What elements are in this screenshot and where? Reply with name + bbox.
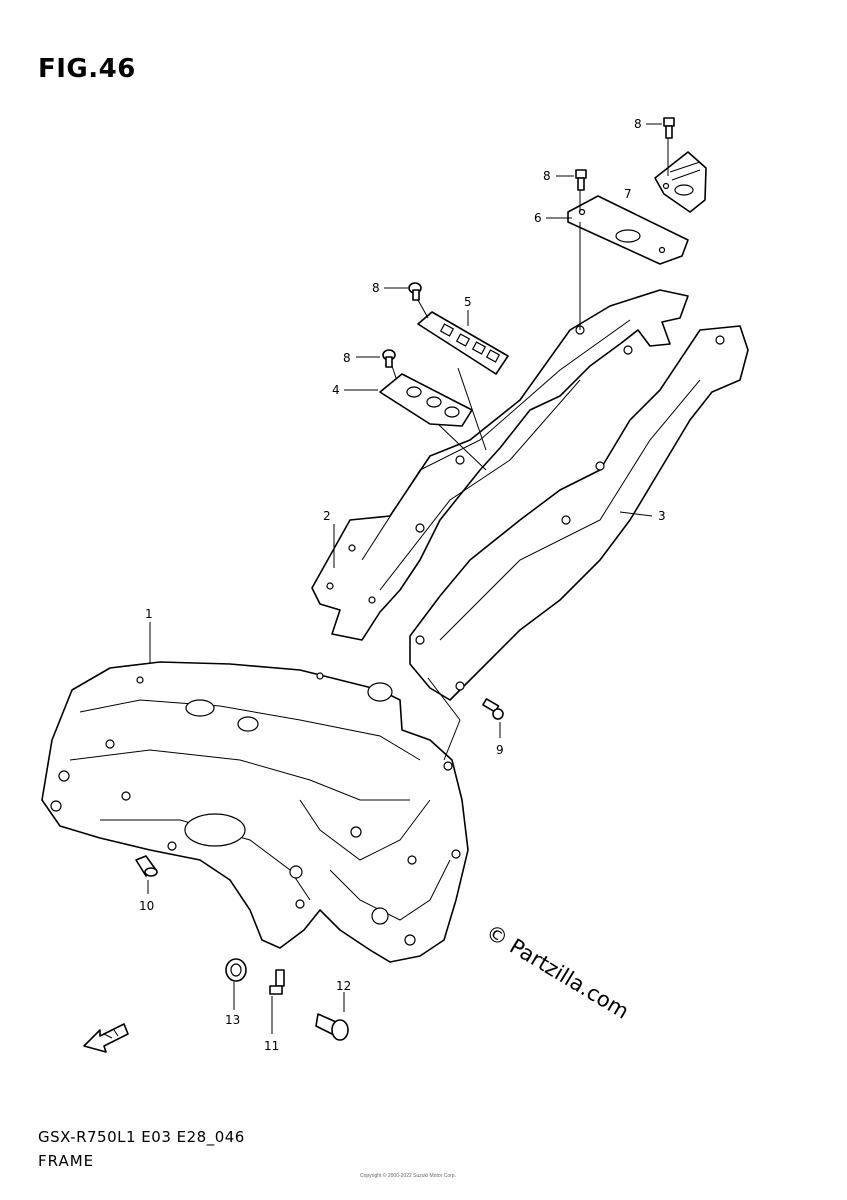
bolt-12 — [315, 1013, 349, 1041]
part-2-seat-rail — [311, 289, 689, 641]
part-4-plate — [379, 373, 473, 427]
part-3-rear-frame — [409, 325, 749, 701]
callout-9: 9 — [496, 743, 504, 757]
fwd-arrow-icon — [83, 1023, 129, 1053]
bolt-8-a — [663, 117, 675, 139]
callout-5: 5 — [464, 295, 472, 309]
callout-leaders — [147, 123, 662, 1034]
callout-3: 3 — [658, 509, 666, 523]
copyright-note: Copyright © 2000-2022 Suzuki Motor Corp. — [360, 1173, 456, 1179]
part-7-bracket — [654, 151, 707, 213]
assembly-lines — [391, 138, 669, 761]
callout-8-b: 8 — [543, 169, 551, 183]
bolt-9 — [482, 698, 504, 720]
callout-8-a: 8 — [634, 117, 642, 131]
collar-10 — [135, 855, 158, 877]
figure-footer-code: GSX-R750L1 E03 E28_046 — [38, 1128, 245, 1146]
part-5-plate — [417, 311, 509, 375]
bolt-8-d — [382, 349, 396, 368]
part-1-main-frame — [41, 661, 469, 963]
washer-13 — [225, 958, 247, 982]
bolt-8-c — [408, 282, 422, 301]
callout-2: 2 — [323, 509, 331, 523]
callout-1: 1 — [145, 607, 153, 621]
figure-footer-name: FRAME — [38, 1152, 95, 1170]
callout-8-c: 8 — [372, 281, 380, 295]
bolt-8-b — [575, 169, 587, 191]
callout-11: 11 — [264, 1039, 279, 1053]
bolt-11 — [269, 969, 285, 995]
figure-title: FIG.46 — [38, 54, 136, 84]
callout-7: 7 — [624, 187, 632, 201]
callout-6: 6 — [534, 211, 542, 225]
callout-4: 4 — [332, 383, 340, 397]
callout-10: 10 — [139, 899, 154, 913]
part-6-plate — [567, 195, 689, 265]
callout-labels: 1 2 3 4 5 6 7 8 8 8 8 9 10 11 12 13 — [139, 117, 666, 1053]
callout-8-d: 8 — [343, 351, 351, 365]
callout-12: 12 — [336, 979, 351, 993]
callout-13: 13 — [225, 1013, 240, 1027]
